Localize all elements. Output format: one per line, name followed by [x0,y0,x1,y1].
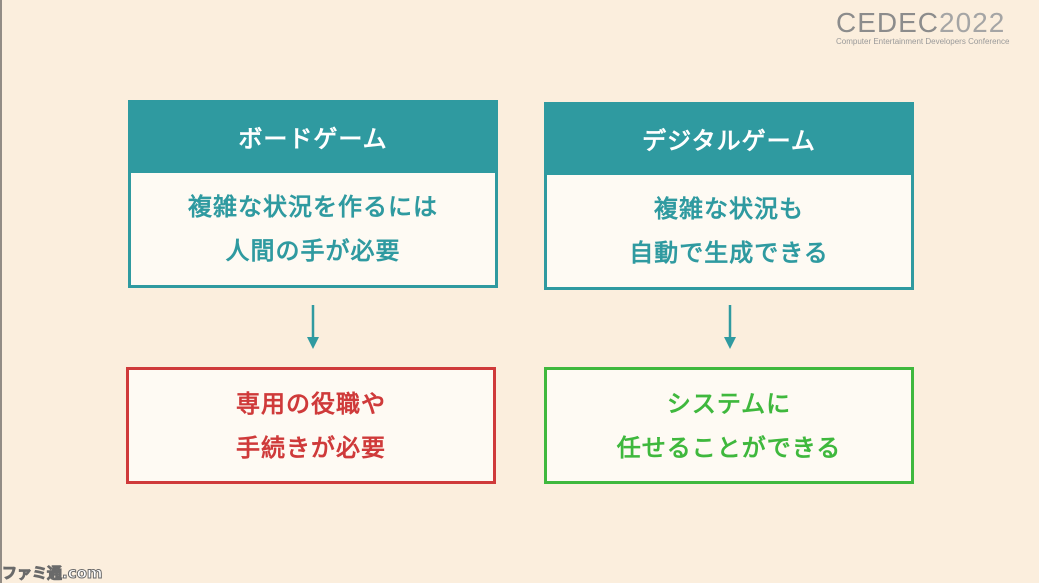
digital-game-result-line-1: システムに [666,389,792,418]
famitsu-watermark: ファミ通.com [2,564,104,583]
board-game-description-line-2: 人間の手が必要 [225,237,401,265]
digital-game-header-label: デジタルゲーム [642,126,816,155]
board-game-header: ボードゲーム [128,100,498,172]
digital-game-description-box: 複雑な状況も 自動で生成できる [544,172,914,290]
board-game-arrow-down-icon [307,305,319,349]
digital-game-description-line-1: 複雑な状況も [654,195,804,223]
board-game-result-box: 専用の役職や 手続きが必要 [126,367,496,484]
cedec-logo: CEDEC2022 Computer Entertainment Develop… [836,8,1026,47]
digital-game-result-box: システムに 任せることができる [544,367,914,484]
left-edge-divider [0,0,2,583]
board-game-result-line-1: 専用の役職や [236,389,386,418]
board-game-description-box: 複雑な状況を作るには 人間の手が必要 [128,170,498,288]
digital-game-header: デジタルゲーム [544,102,914,174]
logo-main-text: CEDEC [836,7,940,38]
logo-subtitle: Computer Entertainment Developers Confer… [836,37,1010,46]
board-game-description-line-1: 複雑な状況を作るには [188,193,438,221]
digital-game-arrow-down-icon [724,305,736,349]
digital-game-result-line-2: 任せることができる [616,433,842,462]
logo-wordmark: CEDEC2022 [836,8,1026,38]
digital-game-description-line-2: 自動で生成できる [629,239,829,267]
board-game-result-line-2: 手続きが必要 [236,433,386,462]
board-game-header-label: ボードゲーム [238,124,388,153]
logo-year: 2022 [939,7,1006,38]
